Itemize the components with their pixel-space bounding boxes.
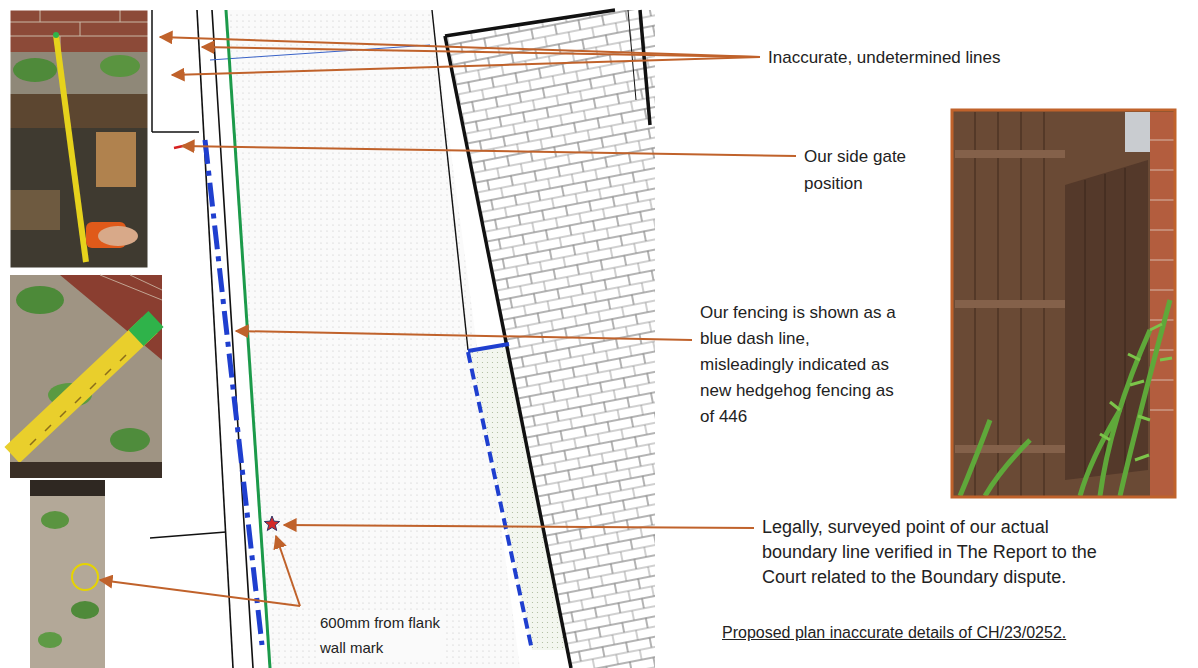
label-holder: Legally, surveyed point of our actual bo…	[762, 515, 1102, 590]
label-holder: Inaccurate, undetermined lines	[768, 47, 1000, 69]
photo-fern-leaves	[1100, 324, 1172, 460]
annotation-text: Proposed plan inaccurate details of CH/2…	[722, 622, 1066, 644]
boundary-line	[226, 10, 270, 668]
photo-fence-rail	[955, 300, 1065, 308]
label-holder: Our fencing is shown as a blue dash line…	[700, 300, 900, 430]
plan-line	[197, 10, 233, 668]
photo-wood	[10, 190, 60, 230]
photo-tape-tip	[136, 319, 156, 338]
leader-line	[182, 146, 796, 156]
photo-plant	[16, 286, 64, 314]
wall-line	[445, 36, 571, 668]
plan-line	[151, 10, 153, 132]
photo-plant	[41, 511, 69, 529]
annotation-text: Legally, surveyed point of our actual bo…	[762, 515, 1102, 590]
annotation-text: Inaccurate, undetermined lines	[768, 47, 1000, 69]
wall-line	[640, 10, 650, 125]
leader-line	[284, 525, 754, 528]
photo-fern	[960, 300, 1170, 496]
photo	[30, 480, 105, 668]
photo-plant	[13, 58, 57, 82]
leader-line	[172, 57, 760, 75]
label-holder: Proposed plan inaccurate details of CH/2…	[722, 622, 1066, 644]
fence-line	[468, 352, 532, 650]
photo-gate-boards	[1085, 168, 1125, 477]
photo-stone	[96, 132, 136, 187]
photo-fence-rail	[955, 445, 1065, 453]
photo-tape	[56, 35, 86, 262]
photo-plant	[110, 428, 150, 452]
leader-line	[202, 47, 760, 57]
plan-line	[152, 131, 199, 133]
fence-line	[205, 140, 262, 645]
annotation-text: Our side gate position	[804, 143, 924, 197]
photo	[10, 275, 162, 478]
photo-hand	[98, 226, 138, 246]
photo-shade	[10, 462, 162, 478]
photo-gravel	[10, 52, 148, 94]
fenced-strip	[470, 345, 566, 650]
photo-tape-marks	[30, 355, 126, 445]
photo-tape	[12, 325, 150, 455]
photo-plant	[38, 632, 62, 648]
leader-line	[100, 580, 300, 606]
leader-line	[160, 37, 760, 57]
photo-frame	[952, 110, 1175, 497]
photo-plant	[71, 601, 99, 619]
photo	[10, 10, 148, 268]
photo-mortar	[10, 10, 148, 52]
annotation-text: 600mm from flank wall mark	[320, 610, 445, 660]
survey-star	[264, 516, 279, 530]
photo-brick	[10, 10, 148, 52]
plan-line	[150, 532, 226, 538]
leader-line	[236, 331, 692, 340]
annotation-text: Our fencing is shown as a blue dash line…	[700, 300, 900, 430]
photo-frame	[10, 10, 148, 268]
photo-plant	[100, 55, 140, 77]
wall-line	[445, 10, 615, 36]
photo-mortar	[100, 275, 162, 300]
leader-line	[276, 536, 300, 606]
photo-wood	[10, 94, 148, 128]
photo-highlight	[72, 564, 98, 590]
label-holder: Our side gate position	[804, 143, 924, 197]
photo-fence-rail	[955, 150, 1065, 158]
fence-line	[468, 344, 509, 351]
label-holder: 600mm from flank wall mark	[320, 610, 445, 660]
photo-shade	[30, 480, 105, 496]
photo-tape-tip	[53, 32, 59, 38]
photo	[952, 110, 1175, 497]
